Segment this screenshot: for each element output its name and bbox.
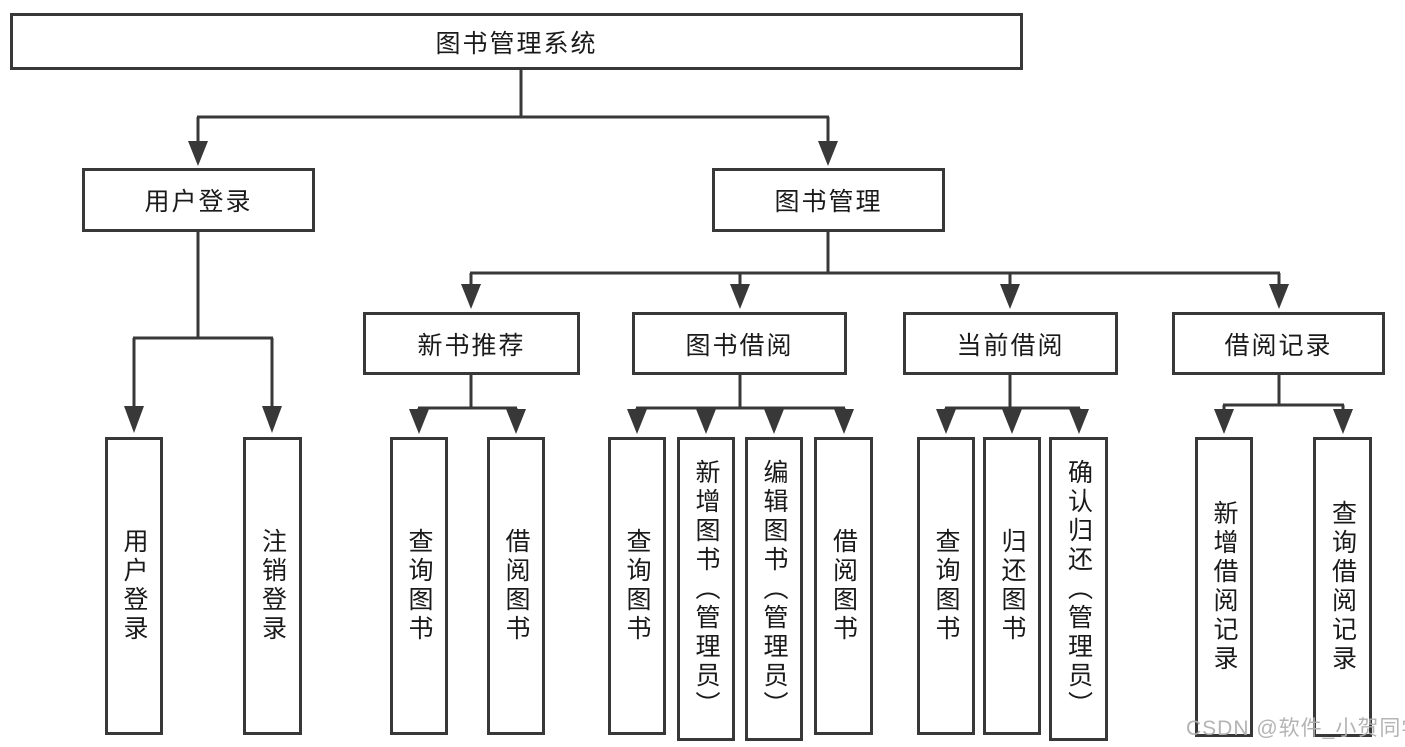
node-user-login-module: 用户登录: [82, 168, 315, 232]
arrowheads: [124, 141, 1353, 434]
node-edit-books-admin: 编辑图书（管理员）: [745, 437, 803, 741]
watermark: CSDN @软件_小贺同学: [1186, 717, 1405, 740]
node-new-book-recommendation: 新书推荐: [363, 312, 580, 375]
node-confirm-return-admin: 确认归还（管理员）: [1049, 437, 1108, 741]
node-add-borrow-record: 新增借阅记录: [1195, 437, 1253, 737]
node-borrowing-records: 借阅记录: [1172, 312, 1385, 375]
node-book-borrowing: 图书借阅: [632, 312, 847, 375]
node-book-management-module: 图书管理: [712, 168, 945, 232]
node-borrow-books: 借阅图书: [814, 437, 873, 735]
node-query-borrow-record: 查询借阅记录: [1313, 437, 1372, 737]
node-user-login: 用户登录: [105, 437, 163, 735]
node-query-books-recommend: 查询图书: [390, 437, 448, 735]
node-library-management-system: 图书管理系统: [10, 13, 1023, 70]
node-add-books-admin: 新增图书（管理员）: [677, 437, 735, 741]
node-borrow-books-recommend: 借阅图书: [487, 437, 545, 735]
node-logout-login: 注销登录: [243, 437, 302, 735]
node-current-borrowing: 当前借阅: [903, 312, 1118, 375]
node-return-books: 归还图书: [983, 437, 1041, 735]
node-query-books-current: 查询图书: [917, 437, 975, 735]
node-query-books-borrowing: 查询图书: [608, 437, 666, 735]
